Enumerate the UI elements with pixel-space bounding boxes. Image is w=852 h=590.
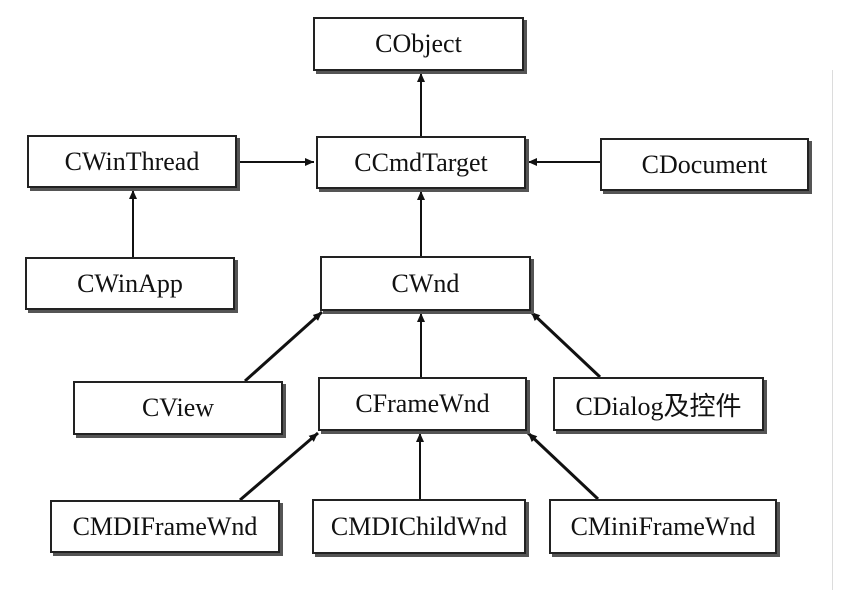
class-label-cobject: CObject	[375, 29, 462, 58]
class-label-cmdichildwnd: CMDIChildWnd	[330, 511, 508, 541]
class-box-cmdiframewnd: CMDIFrameWnd	[50, 500, 280, 553]
class-label-cwinapp: CWinApp	[77, 268, 183, 298]
class-box-cframewnd: CFrameWnd	[318, 377, 527, 431]
class-box-cview: CView	[73, 381, 283, 435]
edge-cview-to-cwnd	[243, 310, 324, 383]
class-box-cdialog: CDialog及控件	[553, 377, 764, 431]
edge-cmdiframewnd-to-cframewnd	[239, 431, 319, 502]
class-label-cminiframewnd: CMiniFrameWnd	[570, 511, 756, 541]
class-box-cdocument: CDocument	[600, 138, 809, 191]
class-box-cwnd: CWnd	[320, 256, 531, 311]
class-box-cwinthread: CWinThread	[27, 135, 237, 188]
class-label-cwnd: CWnd	[391, 268, 460, 298]
class-label-cview: CView	[141, 393, 215, 422]
class-label-cdocument: CDocument	[641, 149, 768, 179]
class-label-cmdiframewnd: CMDIFrameWnd	[72, 511, 258, 541]
class-box-cobject: CObject	[313, 17, 524, 71]
class-box-cminiframewnd: CMiniFrameWnd	[549, 499, 777, 554]
class-label-cwinthread: CWinThread	[64, 146, 200, 176]
class-box-cwinapp: CWinApp	[25, 257, 235, 310]
page-edge-rule	[832, 70, 833, 590]
edge-cdialog-to-cwnd	[529, 310, 602, 379]
class-box-cmdichildwnd: CMDIChildWnd	[312, 499, 526, 554]
edge-cminiframewnd-to-cframewnd	[526, 431, 600, 501]
class-label-cdialog: CDialog及控件	[575, 391, 742, 421]
class-label-ccmdtarget: CCmdTarget	[354, 147, 488, 177]
class-box-ccmdtarget: CCmdTarget	[316, 136, 526, 189]
class-label-cframewnd: CFrameWnd	[355, 389, 490, 418]
